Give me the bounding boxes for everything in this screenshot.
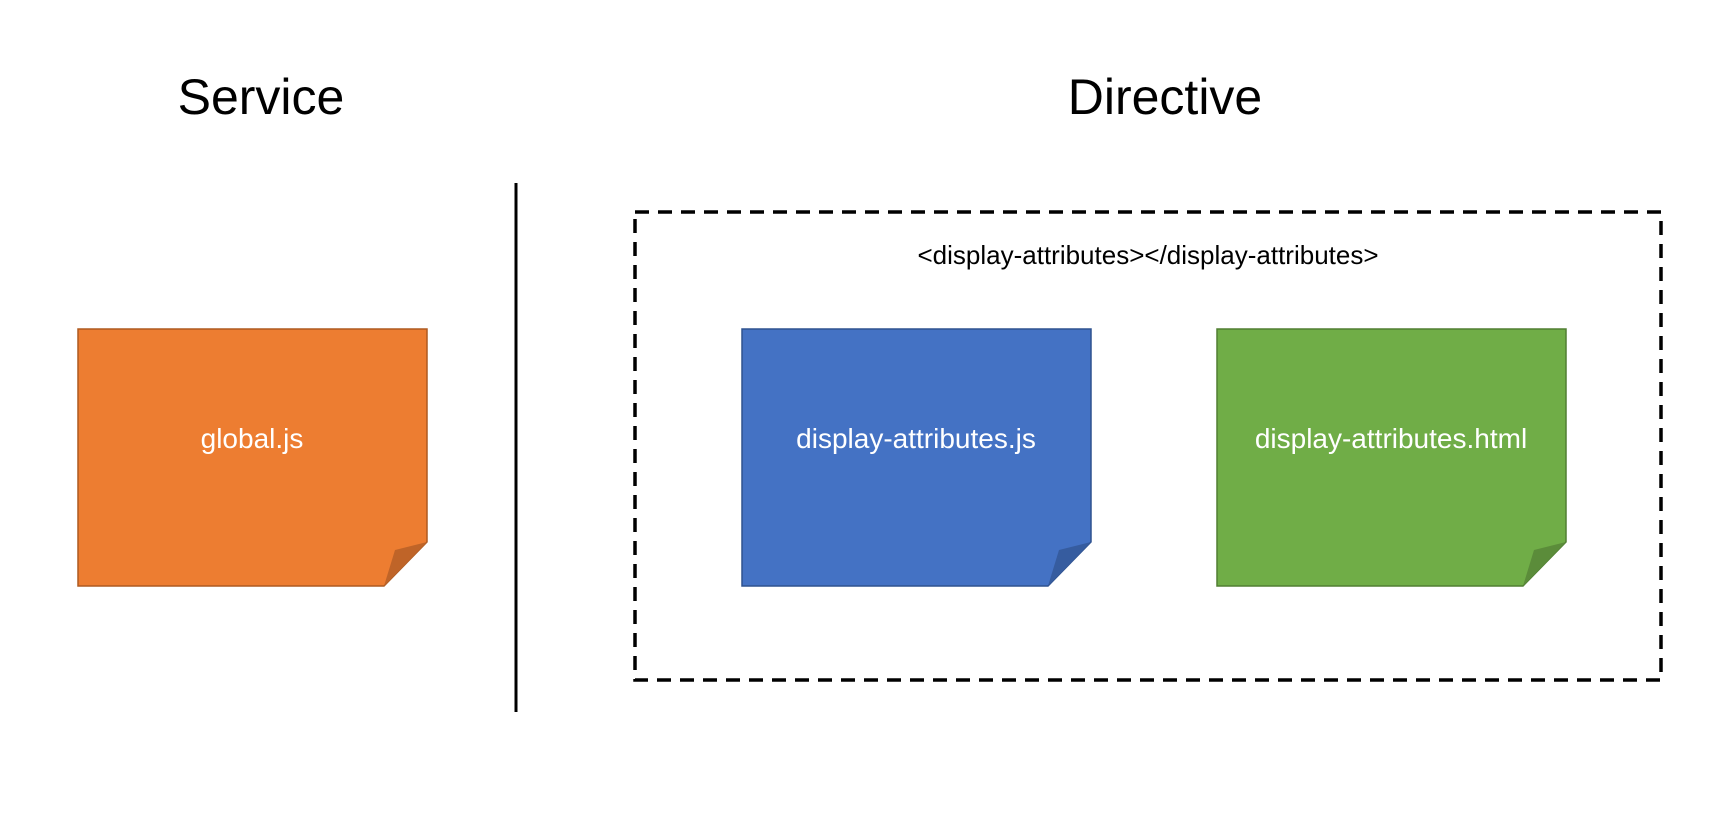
note-folded-corner	[1523, 542, 1566, 586]
directive-container	[633, 210, 1663, 682]
note-label: global.js	[201, 423, 304, 454]
note-folded-corner	[384, 542, 427, 586]
note-label: display-attributes.html	[1255, 423, 1527, 454]
service-heading: Service	[178, 69, 345, 125]
note-folded-corner	[1048, 542, 1091, 586]
directive-tag-label: <display-attributes></display-attributes…	[917, 240, 1378, 270]
directive-heading: Directive	[1068, 69, 1262, 125]
note-body	[1216, 328, 1567, 587]
note-label: display-attributes.js	[796, 423, 1036, 454]
note-body	[741, 328, 1092, 587]
file-note-global-js: global.js	[77, 328, 428, 587]
file-note-display-attributes-js: display-attributes.js	[741, 328, 1092, 587]
file-note-display-attributes-html: display-attributes.html	[1216, 328, 1567, 587]
note-body	[77, 328, 428, 587]
